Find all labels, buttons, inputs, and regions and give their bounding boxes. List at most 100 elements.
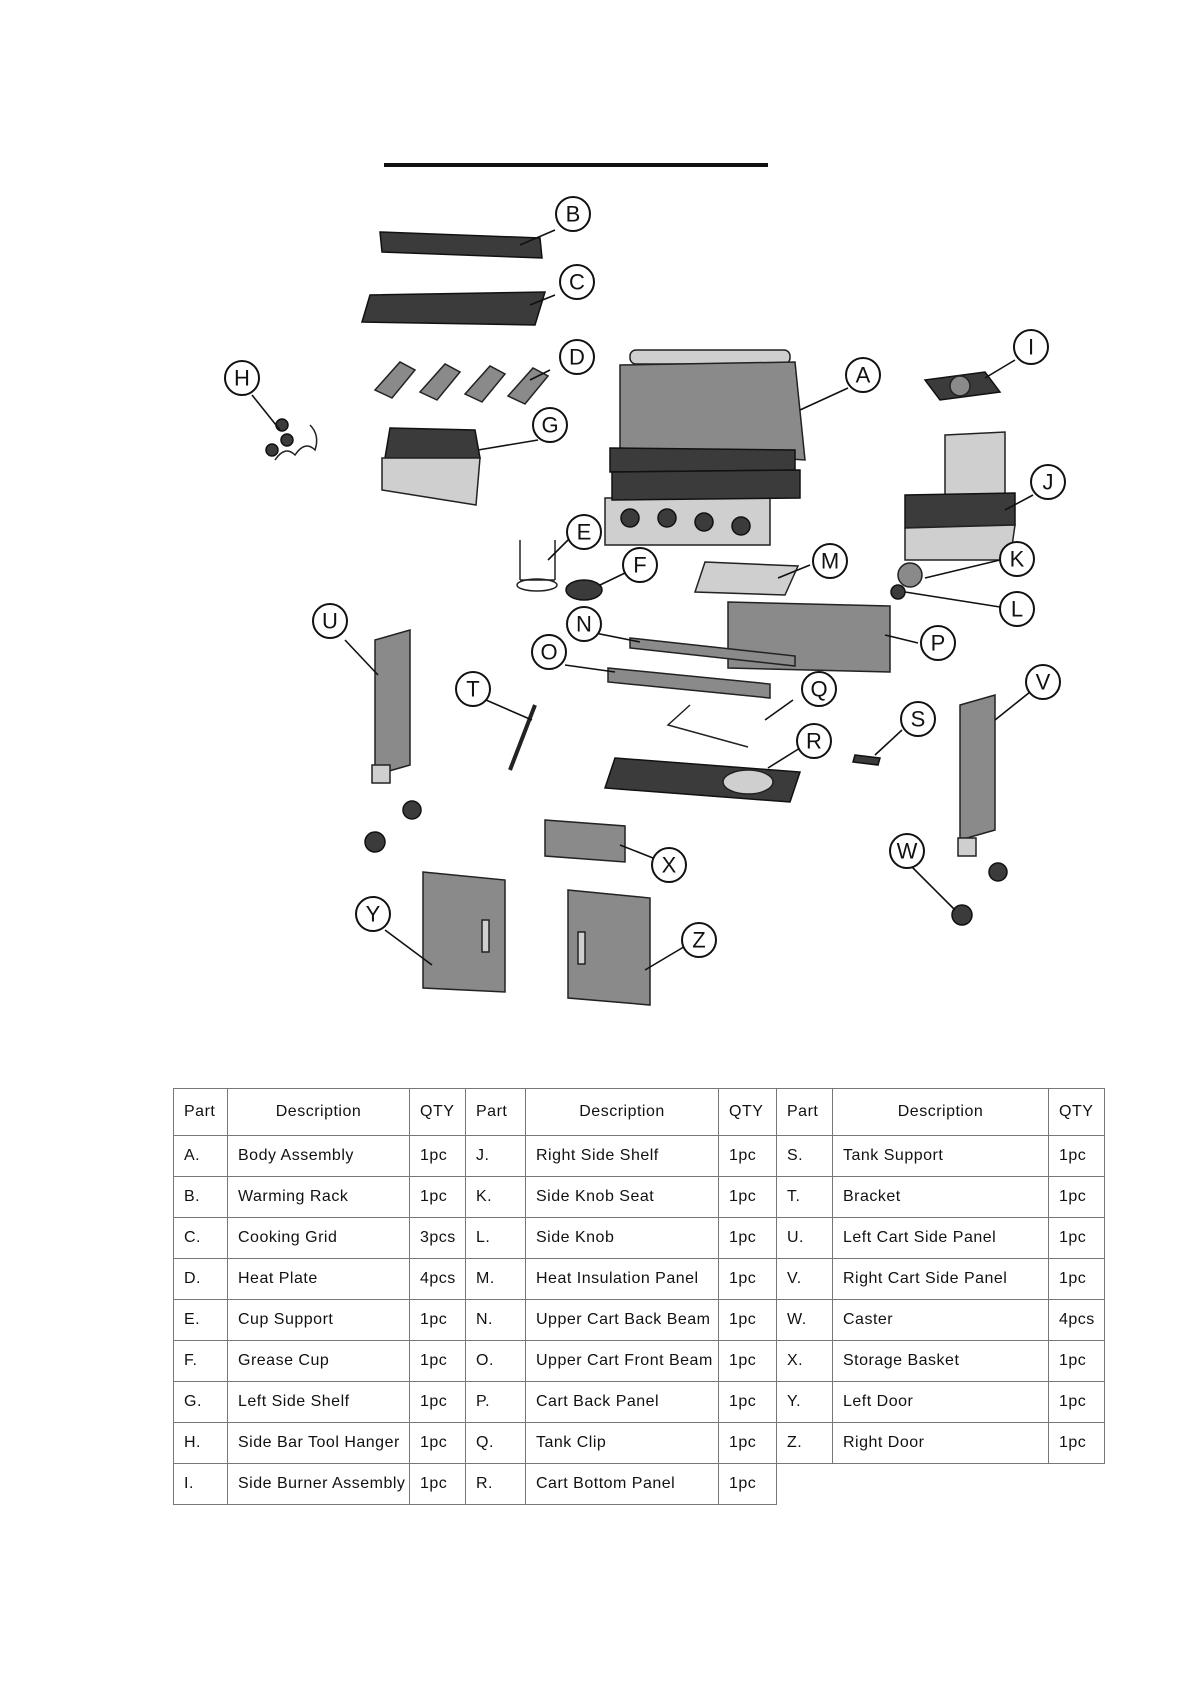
header-part: Part: [465, 1088, 526, 1136]
part-qty-cell: 1pc: [409, 1340, 466, 1382]
part-description-cell: Tank Clip: [525, 1422, 719, 1464]
svg-text:S: S: [911, 707, 926, 732]
part-description-cell: Right Door: [832, 1422, 1049, 1464]
part-description-cell: Right Cart Side Panel: [832, 1258, 1049, 1300]
part-qty-cell: 1pc: [409, 1381, 466, 1423]
svg-text:I: I: [1028, 335, 1034, 360]
part-letter-cell: Q.: [465, 1422, 526, 1464]
callout-Q: Q: [801, 671, 837, 707]
header-qty: QTY: [409, 1088, 466, 1136]
part-description-cell: Caster: [832, 1299, 1049, 1341]
part-qty-cell: 1pc: [1048, 1135, 1105, 1177]
warming-rack-drawing: [379, 231, 543, 259]
heading-rule: [384, 163, 768, 167]
callout-F: F: [622, 547, 658, 583]
cooking-grid-drawing: [361, 291, 547, 326]
heat-insulation-panel-drawing: [693, 561, 800, 596]
callout-T: T: [455, 671, 491, 707]
part-letter-cell: V.: [776, 1258, 833, 1300]
callout-O: O: [531, 634, 567, 670]
part-qty-cell: 1pc: [718, 1135, 777, 1177]
tank-clip-drawing: [666, 704, 749, 748]
svg-text:N: N: [576, 612, 592, 637]
part-qty-cell: 1pc: [1048, 1176, 1105, 1218]
part-description-cell: Cart Bottom Panel: [525, 1463, 719, 1505]
part-qty-cell: 1pc: [1048, 1381, 1105, 1423]
svg-text:R: R: [806, 729, 822, 754]
part-description-cell: Grease Cup: [227, 1340, 410, 1382]
left-side-shelf-drawing: [381, 427, 481, 506]
part-description-cell: Left Door: [832, 1381, 1049, 1423]
svg-text:X: X: [662, 853, 677, 878]
svg-text:O: O: [540, 640, 557, 665]
part-description-cell: Left Cart Side Panel: [832, 1217, 1049, 1259]
part-letter-cell: P.: [465, 1381, 526, 1423]
part-qty-cell: 1pc: [409, 1176, 466, 1218]
empty-cell: [833, 1464, 1049, 1505]
callout-V: V: [1025, 664, 1061, 700]
part-description-cell: Storage Basket: [832, 1340, 1049, 1382]
part-letter-cell: U.: [776, 1217, 833, 1259]
header-description: Description: [227, 1088, 410, 1136]
part-description-cell: Heat Plate: [227, 1258, 410, 1300]
part-description-cell: Tank Support: [832, 1135, 1049, 1177]
bracket-drawing: [508, 704, 537, 771]
svg-text:C: C: [569, 270, 585, 295]
svg-text:K: K: [1010, 547, 1025, 572]
svg-text:Y: Y: [366, 902, 381, 927]
part-qty-cell: 1pc: [718, 1258, 777, 1300]
svg-text:M: M: [821, 549, 839, 574]
header-description: Description: [832, 1088, 1049, 1136]
part-letter-cell: C.: [173, 1217, 228, 1259]
svg-text:G: G: [541, 413, 558, 438]
callout-P: P: [920, 625, 956, 661]
svg-text:V: V: [1036, 670, 1051, 695]
callout-A: A: [845, 357, 881, 393]
svg-text:D: D: [569, 345, 585, 370]
part-letter-cell: H.: [173, 1422, 228, 1464]
part-qty-cell: 1pc: [718, 1176, 777, 1218]
part-qty-cell: 4pcs: [409, 1258, 466, 1300]
part-letter-cell: F.: [173, 1340, 228, 1382]
part-qty-cell: 3pcs: [409, 1217, 466, 1259]
part-qty-cell: 1pc: [409, 1463, 466, 1505]
part-description-cell: Cart Back Panel: [525, 1381, 719, 1423]
callout-U: U: [312, 603, 348, 639]
callout-S: S: [900, 701, 936, 737]
part-letter-cell: Z.: [776, 1422, 833, 1464]
part-description-cell: Bracket: [832, 1176, 1049, 1218]
part-qty-cell: 1pc: [1048, 1258, 1105, 1300]
body-assembly-drawing: [604, 349, 806, 546]
part-letter-cell: J.: [465, 1135, 526, 1177]
callout-J: J: [1030, 464, 1066, 500]
table-header-row: Part Description QTY Part Description QT…: [173, 1088, 1105, 1136]
svg-text:T: T: [466, 677, 479, 702]
part-letter-cell: K.: [465, 1176, 526, 1218]
right-cart-side-panel-drawing: [957, 694, 996, 857]
side-knob-seat-drawing: [897, 562, 923, 588]
part-letter-cell: E.: [173, 1299, 228, 1341]
right-door-drawing: [567, 889, 651, 1006]
empty-cell: [1049, 1464, 1105, 1505]
callout-C: C: [559, 264, 595, 300]
callout-D: D: [559, 339, 595, 375]
upper-back-beam-drawing: [629, 637, 796, 667]
cup-support-drawing: [516, 540, 558, 592]
tool-hanger-drawing: [265, 418, 318, 461]
cart-bottom-panel-drawing: [603, 757, 802, 803]
svg-text:H: H: [234, 366, 250, 391]
part-qty-cell: 1pc: [1048, 1422, 1105, 1464]
leader-lines: [251, 229, 1034, 971]
part-description-cell: Side Bar Tool Hanger: [227, 1422, 410, 1464]
casters-drawing: [364, 800, 1008, 926]
part-description-cell: Cup Support: [227, 1299, 410, 1341]
part-letter-cell: X.: [776, 1340, 833, 1382]
left-door-drawing: [422, 871, 506, 993]
